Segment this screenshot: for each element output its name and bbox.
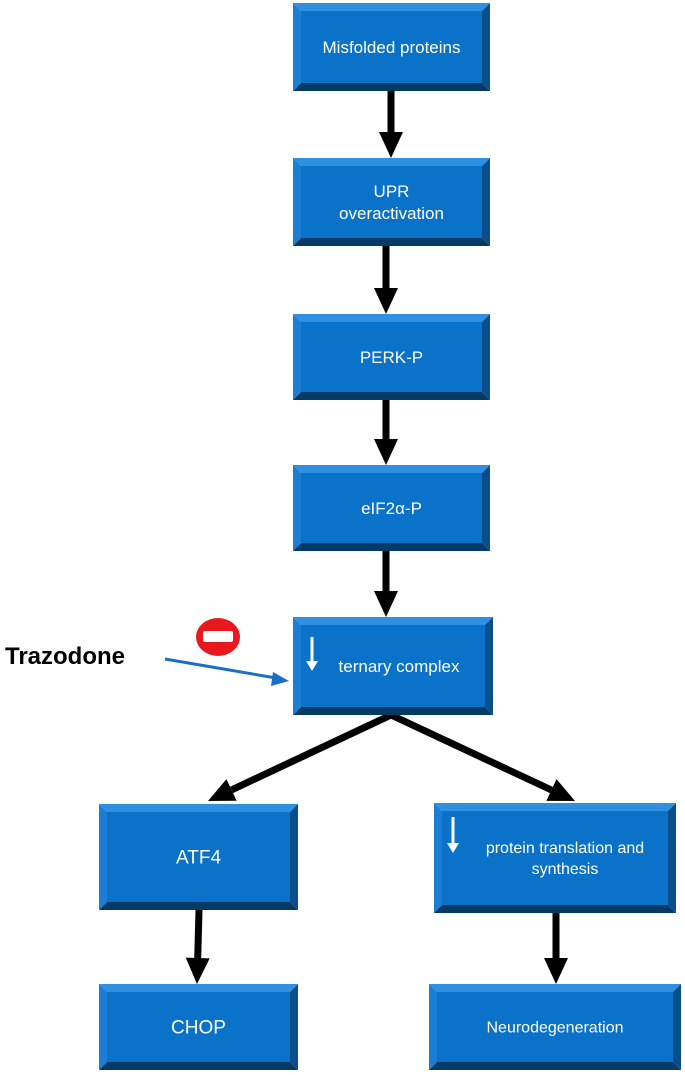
bevel-left — [293, 158, 301, 246]
bevel-bottom — [99, 902, 298, 910]
node-label-chop-0: CHOP — [171, 1018, 226, 1039]
arrow-perk-eif2a — [374, 400, 398, 465]
arrow-shaft — [230, 711, 393, 794]
box-face — [442, 811, 668, 905]
node-label-eif2a-0: eIF2α-P — [361, 499, 422, 518]
bevel-right — [290, 984, 298, 1070]
bevel-left — [99, 804, 107, 910]
node-upr: UPR overactivation — [293, 158, 490, 246]
node-misfolded: Misfolded proteins — [293, 3, 490, 91]
bevel-bottom — [293, 392, 490, 400]
bevel-top — [293, 617, 493, 625]
edges-layer — [185, 91, 575, 984]
bevel-top — [293, 314, 490, 322]
bevel-top — [99, 804, 298, 812]
down-arrow-head — [447, 843, 459, 853]
bevel-top — [293, 158, 490, 166]
node-atf4: ATF4 — [99, 804, 298, 910]
node-translation: protein translation and synthesis — [434, 803, 676, 913]
box-face — [301, 625, 485, 707]
arrowhead — [185, 957, 210, 984]
arrow-shaft — [389, 711, 553, 794]
bevel-left — [293, 3, 301, 91]
node-label-upr-1: overactivation — [339, 204, 444, 223]
inhibition-bar — [203, 631, 233, 642]
arrowhead — [374, 288, 398, 314]
node-label-translation-1: synthesis — [532, 861, 599, 878]
arrow-translation-neuro — [544, 913, 568, 984]
node-label-perk-0: PERK-P — [360, 348, 423, 367]
box-face — [437, 992, 673, 1062]
arrowhead — [208, 779, 237, 801]
bevel-left — [293, 314, 301, 400]
trazodone-arrow-shaft — [164, 657, 277, 680]
bevel-right — [482, 465, 490, 551]
trazodone-label: Trazodone — [5, 643, 125, 670]
node-neuro: Neurodegeneration — [429, 984, 681, 1070]
bevel-right — [482, 158, 490, 246]
arrowhead — [546, 779, 575, 801]
down-arrow-icon — [306, 637, 318, 671]
box-face — [301, 11, 482, 83]
node-label-neuro-0: Neurodegeneration — [487, 1020, 624, 1037]
arrowhead — [374, 439, 398, 465]
bevel-top — [293, 465, 490, 473]
node-perk: PERK-P — [293, 314, 490, 400]
arrow-upr-perk — [374, 246, 398, 314]
bevel-left — [434, 803, 442, 913]
inhibition-icon — [196, 618, 240, 656]
bevel-top — [434, 803, 676, 811]
arrow-ternary-atf4 — [208, 711, 393, 801]
bevel-left — [429, 984, 437, 1070]
arrowhead — [379, 132, 403, 158]
node-label-translation-0: protein translation and — [486, 840, 644, 857]
trazodone-arrowhead — [271, 672, 289, 686]
arrow-atf4-chop — [185, 909, 210, 984]
box-face — [107, 812, 290, 902]
node-label-misfolded-0: Misfolded proteins — [323, 38, 461, 57]
bevel-right — [482, 314, 490, 400]
down-arrow-head — [306, 661, 318, 671]
bevel-bottom — [429, 1062, 681, 1070]
box-face — [301, 166, 482, 238]
down-arrow-icon — [447, 817, 459, 853]
bevel-right — [290, 804, 298, 910]
bevel-right — [482, 3, 490, 91]
node-label-atf4-0: ATF4 — [176, 848, 221, 869]
bevel-top — [293, 3, 490, 11]
bevel-right — [668, 803, 676, 913]
node-chop: CHOP — [99, 984, 298, 1070]
box-face — [107, 992, 290, 1062]
bevel-right — [485, 617, 493, 715]
arrowhead — [374, 591, 398, 617]
bevel-bottom — [293, 83, 490, 91]
bevel-right — [673, 984, 681, 1070]
bevel-bottom — [434, 905, 676, 913]
arrowhead — [544, 958, 568, 984]
bevel-bottom — [293, 707, 493, 715]
arrow-misfolded-upr — [379, 91, 403, 158]
bevel-left — [99, 984, 107, 1070]
bevel-bottom — [293, 238, 490, 246]
bevel-top — [429, 984, 681, 992]
arrow-ternary-translation — [389, 711, 575, 801]
node-label-upr-0: UPR — [374, 182, 410, 201]
trazodone-inhibitor: Trazodone — [5, 618, 289, 686]
bevel-bottom — [293, 543, 490, 551]
node-eif2a: eIF2α-P — [293, 465, 490, 551]
bevel-bottom — [99, 1062, 298, 1070]
bevel-left — [293, 617, 301, 715]
node-label-ternary-0: ternary complex — [339, 657, 460, 676]
box-face — [301, 473, 482, 543]
bevel-top — [99, 984, 298, 992]
arrow-shaft — [194, 909, 203, 959]
node-ternary: ternary complex — [293, 617, 493, 715]
arrow-eif2a-ternary — [374, 551, 398, 617]
box-face — [301, 322, 482, 392]
bevel-left — [293, 465, 301, 551]
